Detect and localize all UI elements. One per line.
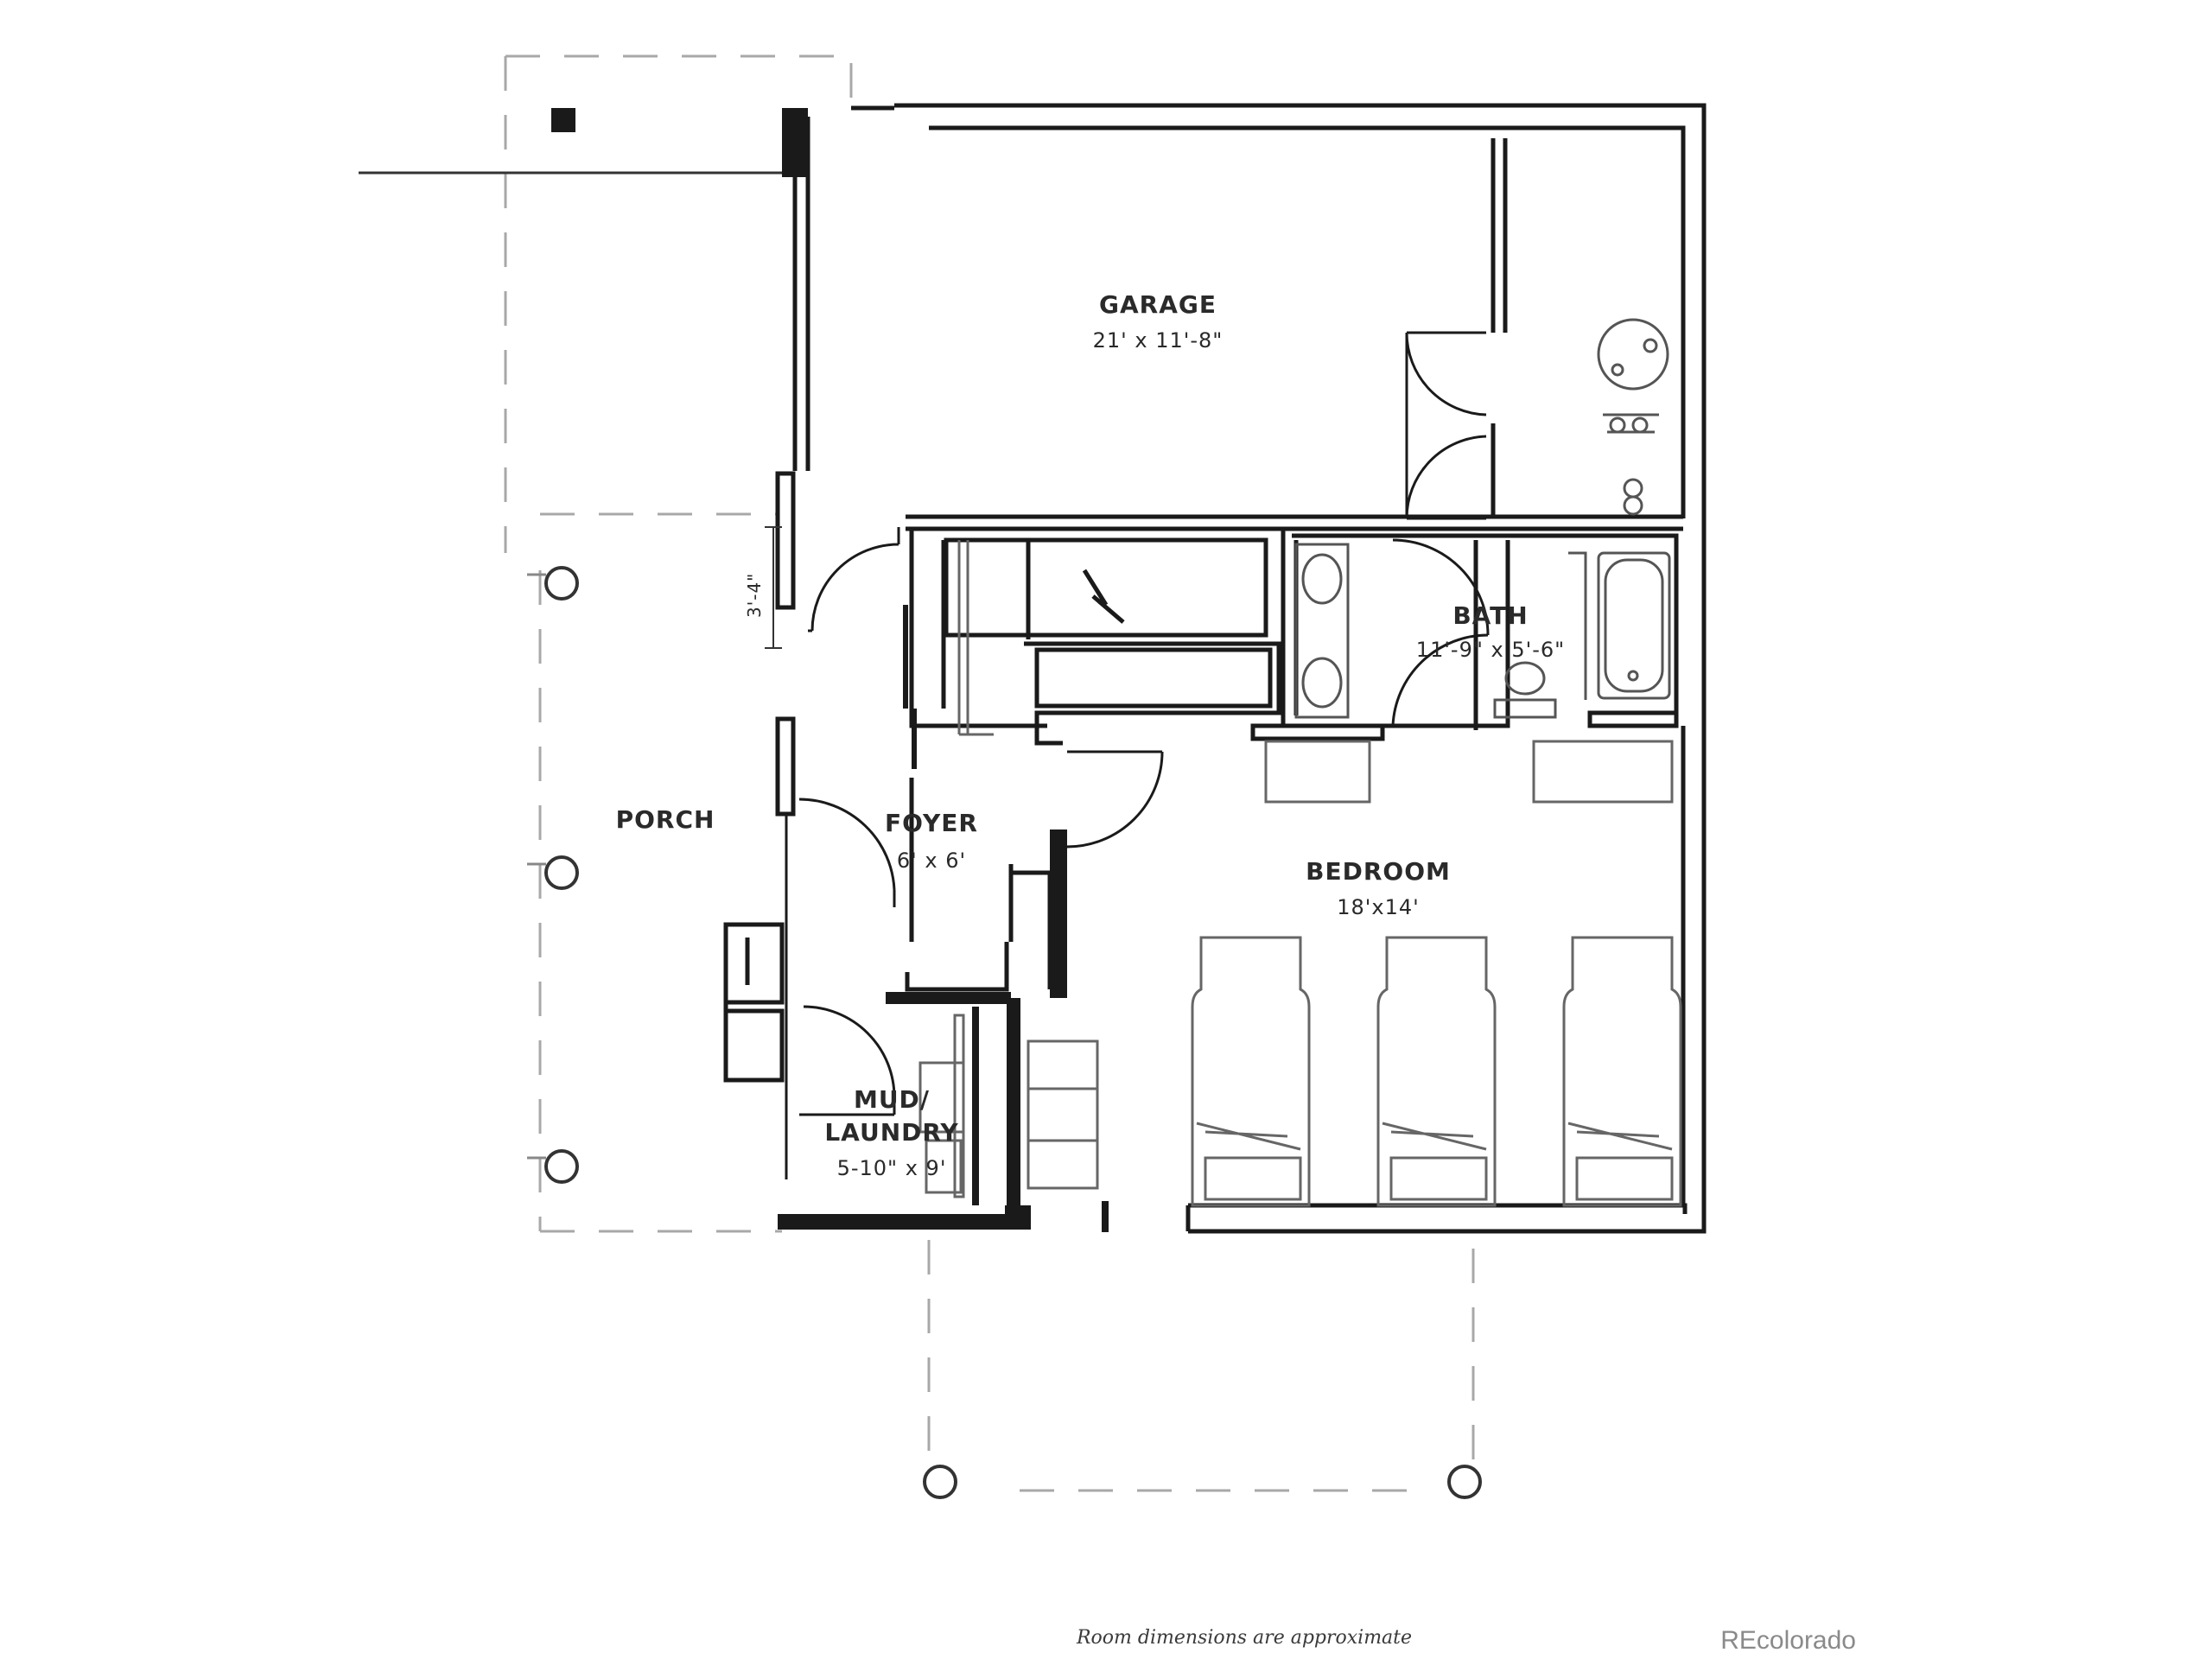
column-icon xyxy=(544,566,579,601)
exterior-wall-inner xyxy=(929,125,1686,518)
brand-watermark: REcolorado xyxy=(1720,1626,1856,1655)
water-heater-icon xyxy=(1597,318,1669,391)
front-door-swing xyxy=(798,798,896,907)
bed-icon xyxy=(1562,936,1682,1207)
dimension-callout-label: 3'-4" xyxy=(744,573,765,618)
foyer-dims: 6' x 6' xyxy=(897,849,966,873)
porch-outline xyxy=(538,512,782,1233)
bed-icon xyxy=(1376,936,1497,1207)
garage-fixtures xyxy=(1597,318,1669,516)
heavy-walls xyxy=(778,108,1109,1232)
foyer-door-swing xyxy=(808,527,900,632)
column-ties xyxy=(527,573,546,1160)
bathtub-icon xyxy=(1597,551,1671,700)
bath-door-swing xyxy=(1392,538,1490,636)
mud-door-swing xyxy=(799,1005,896,1116)
dimensions-note: Room dimensions are approximate xyxy=(1076,1627,1412,1649)
vanity-icon xyxy=(1294,543,1350,719)
garage-door-swing xyxy=(1405,331,1487,416)
bedroom-dims: 18'x14' xyxy=(1337,895,1419,919)
exterior-wall xyxy=(894,103,1707,1234)
bedroom-door-swing xyxy=(1066,750,1164,849)
upper-deck-outline xyxy=(504,54,853,553)
mud-dims: 5-10" x 9' xyxy=(837,1156,947,1180)
bedroom-furniture xyxy=(1027,740,1682,1207)
walls xyxy=(723,103,1707,1234)
foyer-label: FOYER xyxy=(885,809,978,837)
mud-label-line1: MUD/ xyxy=(854,1085,930,1114)
toilet-bowl-icon xyxy=(1504,661,1546,696)
bed-icon xyxy=(1191,936,1311,1207)
garage-label: GARAGE xyxy=(1099,290,1217,319)
toilet-tank-icon xyxy=(1493,698,1557,719)
dresser-icon xyxy=(1264,740,1371,804)
bedroom-label: BEDROOM xyxy=(1306,857,1451,886)
post-square xyxy=(551,108,575,132)
foyer-fixtures xyxy=(918,540,994,1198)
bath-fixtures xyxy=(1294,543,1671,719)
garage-dims: 21' x 11'-8" xyxy=(1093,328,1224,353)
column-icon xyxy=(544,1149,579,1184)
dresser-icon xyxy=(1532,740,1674,804)
dimension-callout xyxy=(765,526,782,649)
bath-label: BATH xyxy=(1452,601,1528,630)
sink-icon xyxy=(1301,553,1343,605)
porch-columns xyxy=(544,566,1482,1499)
door-swings xyxy=(798,331,1490,1116)
bath-dims: 11'-9" x 5'-6" xyxy=(1416,638,1565,662)
sink-icon xyxy=(1301,657,1343,709)
bookshelf-icon xyxy=(1027,1039,1099,1190)
front-walk-outline xyxy=(927,1240,1475,1492)
column-icon xyxy=(923,1465,957,1499)
door-leaves xyxy=(903,605,917,769)
porch-label: PORCH xyxy=(616,805,715,834)
column-icon xyxy=(1447,1465,1482,1499)
column-icon xyxy=(544,855,579,890)
mud-label-line2: LAUNDRY xyxy=(824,1118,958,1147)
exterior-dashed-lines xyxy=(504,54,1475,1492)
valve-icon xyxy=(1643,338,1658,353)
